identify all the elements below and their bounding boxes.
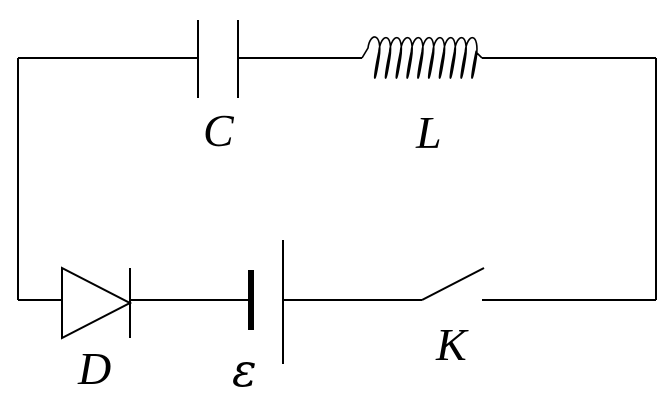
inductor-label: L bbox=[415, 107, 442, 158]
diode-label: D bbox=[77, 343, 111, 394]
switch-blade bbox=[421, 267, 485, 301]
capacitor-label: C bbox=[203, 105, 235, 156]
battery-label: ε bbox=[232, 343, 257, 397]
capacitor bbox=[197, 20, 239, 98]
battery bbox=[248, 240, 284, 364]
inductor bbox=[361, 36, 483, 79]
inductor-coil bbox=[361, 36, 483, 79]
diode-triangle bbox=[61, 266, 133, 340]
diode bbox=[61, 266, 133, 340]
switch-label: K bbox=[435, 319, 469, 370]
switch bbox=[421, 267, 485, 301]
